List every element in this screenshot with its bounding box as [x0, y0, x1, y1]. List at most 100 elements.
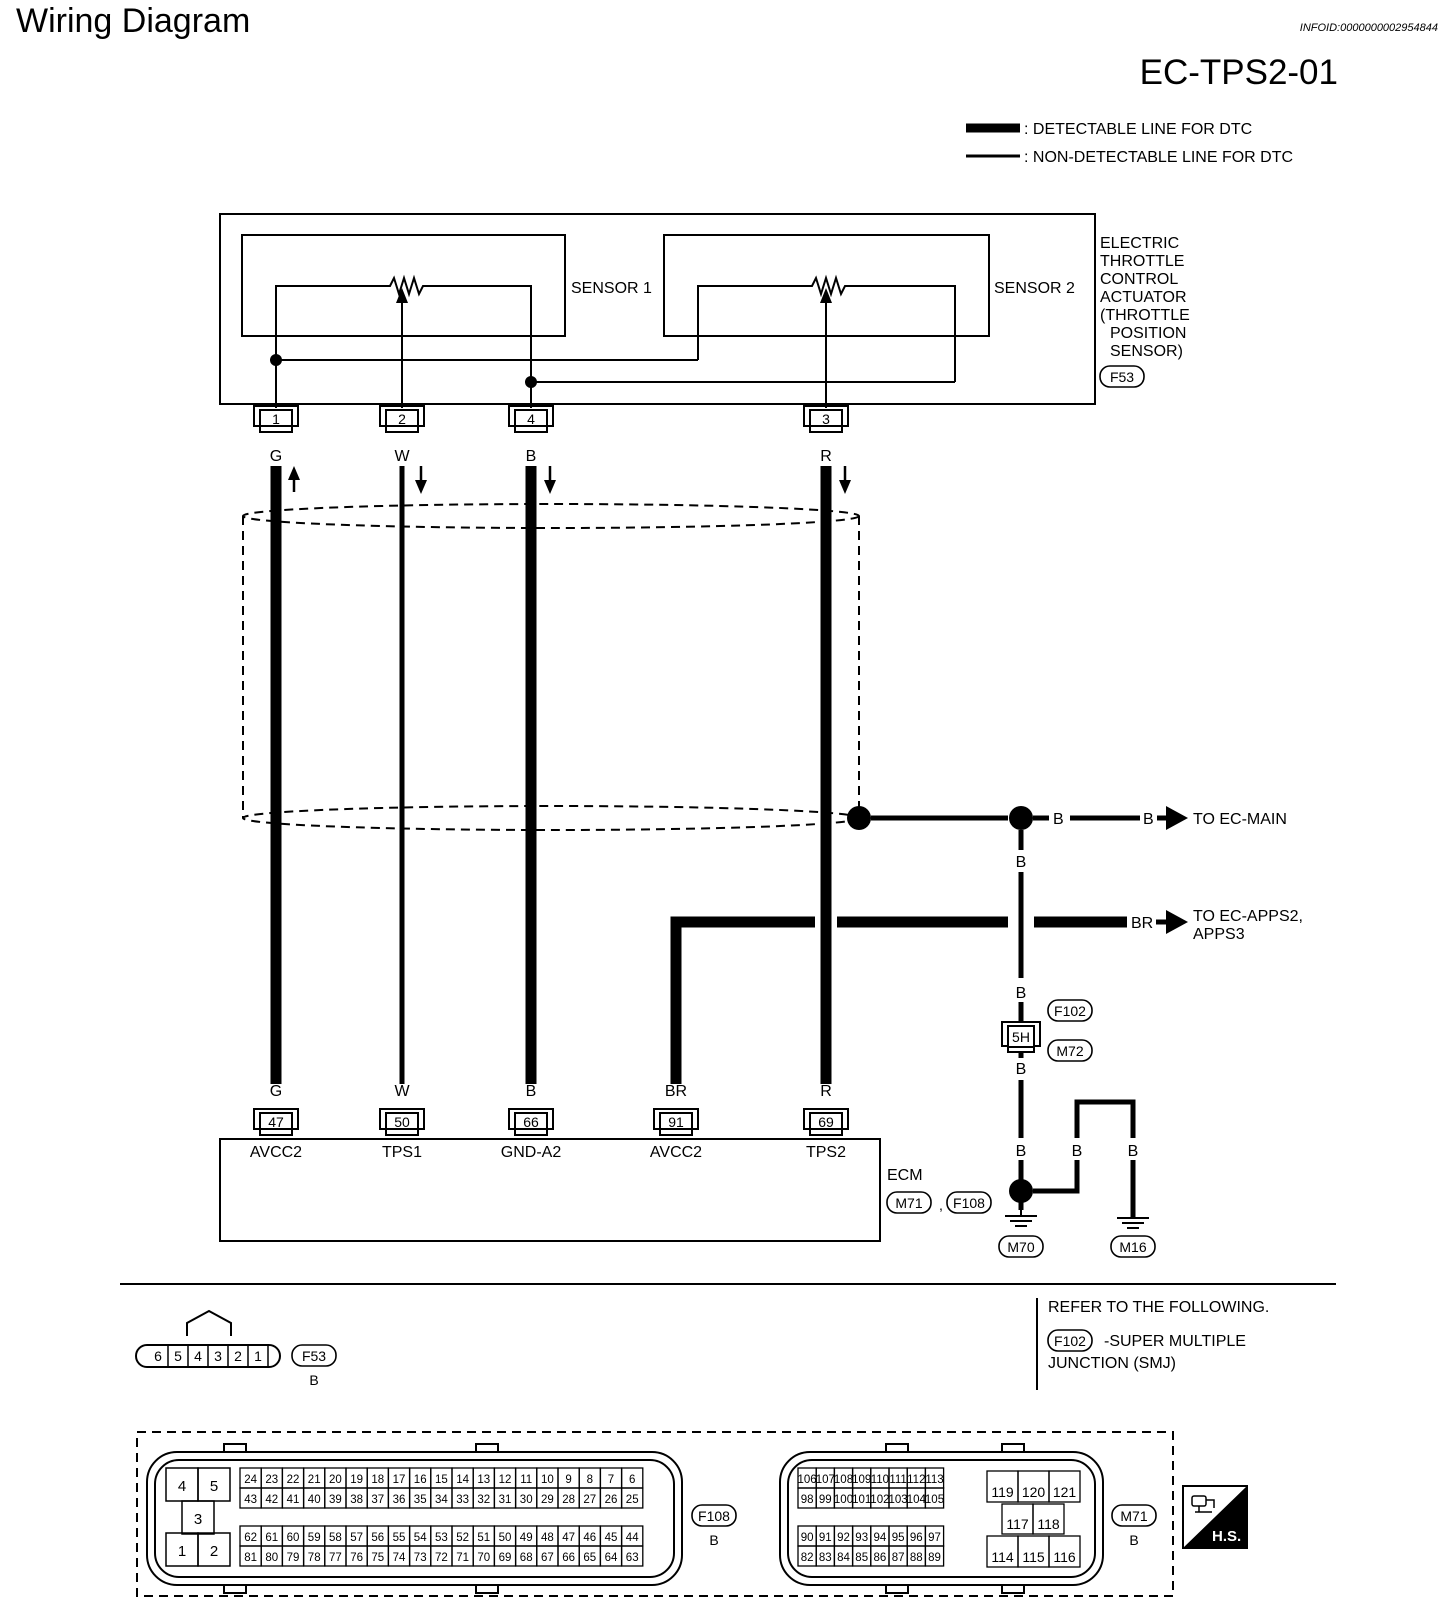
shield-top [242, 503, 860, 529]
f108-pin: 52 [456, 1532, 469, 1544]
ecm-pin-name: TPS2 [806, 1144, 846, 1161]
f108-pin: 62 [244, 1532, 257, 1544]
f108-pin: 29 [541, 1494, 554, 1506]
m71-big-pin-cell [1048, 1535, 1081, 1568]
m71-outer [779, 1451, 1104, 1586]
m71-inner [787, 1459, 1096, 1578]
wire-color-top: G [270, 448, 282, 465]
f108-pin: 63 [626, 1552, 639, 1564]
wire-color-b: B [1128, 1143, 1139, 1160]
f108-big-cell [197, 1532, 231, 1567]
f108-pin: 21 [308, 1474, 321, 1486]
wire-color-b: B [1016, 985, 1027, 1002]
f108-pin: 28 [562, 1494, 575, 1506]
actuator-connector: F53 [1110, 369, 1134, 385]
junction-5h-connector [1001, 1021, 1041, 1053]
wire-color-b: B [1016, 1143, 1027, 1160]
f108-color: B [709, 1532, 718, 1548]
actuator-pin-label: 1 [272, 411, 280, 427]
arrow-down-icon [415, 466, 427, 494]
f108-pin: 22 [287, 1474, 300, 1486]
m71-pin: 108 [834, 1474, 853, 1486]
hs-badge-text: H.S. [1212, 1528, 1241, 1545]
wire-color-bottom: BR [665, 1083, 687, 1100]
f108-pin: 59 [308, 1532, 321, 1544]
f108-pin: 48 [541, 1532, 554, 1544]
m71-pin: 98 [801, 1494, 814, 1506]
m71-pin: 100 [834, 1494, 853, 1506]
connector-oval-m70 [998, 1235, 1044, 1258]
f108-outer [146, 1451, 683, 1586]
info-id: INFOID:0000000002954844 [1300, 22, 1438, 34]
wire-color-b: B [1016, 1061, 1027, 1078]
ecm-pin-hood [379, 1108, 425, 1136]
splice-dot [1009, 806, 1033, 830]
ecm-pin-cell [259, 1112, 293, 1130]
legend: : DETECTABLE LINE FOR DTC : NON-DETECTAB… [966, 121, 1293, 166]
actuator-name-line: CONTROL [1100, 271, 1178, 288]
f108-pin: 78 [308, 1552, 321, 1564]
m71-pin: 82 [801, 1552, 814, 1564]
f108-pin: 65 [583, 1552, 596, 1564]
f108-pin-cell [620, 1487, 644, 1509]
legend-detectable: : DETECTABLE LINE FOR DTC [1024, 121, 1252, 138]
f108-pin: 35 [414, 1494, 427, 1506]
f108-pin: 53 [435, 1532, 448, 1544]
splice-dot [525, 376, 537, 388]
m71-pin: 113 [925, 1474, 943, 1486]
sensor1-circuit [275, 274, 532, 408]
f108-pin-cell [620, 1545, 644, 1567]
f108-big-pin: 3 [194, 1511, 202, 1528]
wire-br [670, 916, 815, 1084]
wire-color-top: B [526, 448, 537, 465]
f108-pin: 23 [265, 1474, 278, 1486]
m71-pin: 96 [910, 1532, 923, 1544]
ecm-pin-label: 69 [818, 1114, 834, 1130]
f108-pin: 47 [562, 1532, 575, 1544]
m71-pin: 97 [928, 1532, 941, 1544]
f108-pin: 54 [414, 1532, 427, 1544]
actuator-name-line: POSITION [1110, 325, 1186, 342]
f108-pin: 80 [265, 1552, 278, 1564]
f108-pin: 61 [265, 1532, 278, 1544]
f108-pin: 43 [244, 1494, 257, 1506]
f108-pin: 17 [393, 1474, 406, 1486]
connector-oval-m16 [1110, 1235, 1156, 1258]
m71-pin: 91 [819, 1532, 832, 1544]
f108-pin: 31 [499, 1494, 512, 1506]
f108-pin: 39 [329, 1494, 342, 1506]
m71-big-pin-cell [1032, 1503, 1065, 1535]
sensor1-label: SENSOR 1 [571, 280, 652, 297]
f108-pin: 46 [583, 1532, 596, 1544]
f108-inner [154, 1459, 675, 1578]
f108-pin: 36 [393, 1494, 406, 1506]
m71-pin: 84 [837, 1552, 850, 1564]
ground-m70: M70 [1007, 1239, 1034, 1255]
m71-pin: 109 [852, 1474, 871, 1486]
m71-pin: 102 [870, 1494, 889, 1506]
ecm-connector-separator: , [939, 1197, 943, 1213]
ecm-pin-name: GND-A2 [501, 1144, 562, 1161]
f108-pin: 9 [565, 1474, 571, 1486]
f108-pin: 6 [629, 1474, 635, 1486]
ecm-pin-label: 50 [394, 1114, 410, 1130]
f108-pin: 70 [477, 1552, 490, 1564]
f108-pin: 60 [287, 1532, 300, 1544]
connector-oval-f108 [691, 1504, 737, 1527]
actuator-pin-cell [514, 409, 548, 427]
m71-pin: 94 [874, 1532, 887, 1544]
to-ec-apps-line1: TO EC-APPS2, [1193, 908, 1303, 925]
m71-pin: 85 [855, 1552, 868, 1564]
m71-pin: 87 [892, 1552, 905, 1564]
f53-latch [186, 1309, 232, 1336]
ecm-pin-name: AVCC2 [250, 1144, 302, 1161]
f53-name: F53 [302, 1348, 326, 1364]
f108-pin: 74 [393, 1552, 406, 1564]
actuator-box [219, 213, 1096, 405]
m71-big-pin-cell [1048, 1470, 1081, 1503]
m71-pin: 83 [819, 1552, 832, 1564]
f108-pin: 24 [244, 1474, 257, 1486]
f108-pin: 64 [605, 1552, 618, 1564]
actuator-pin-label: 3 [822, 411, 830, 427]
